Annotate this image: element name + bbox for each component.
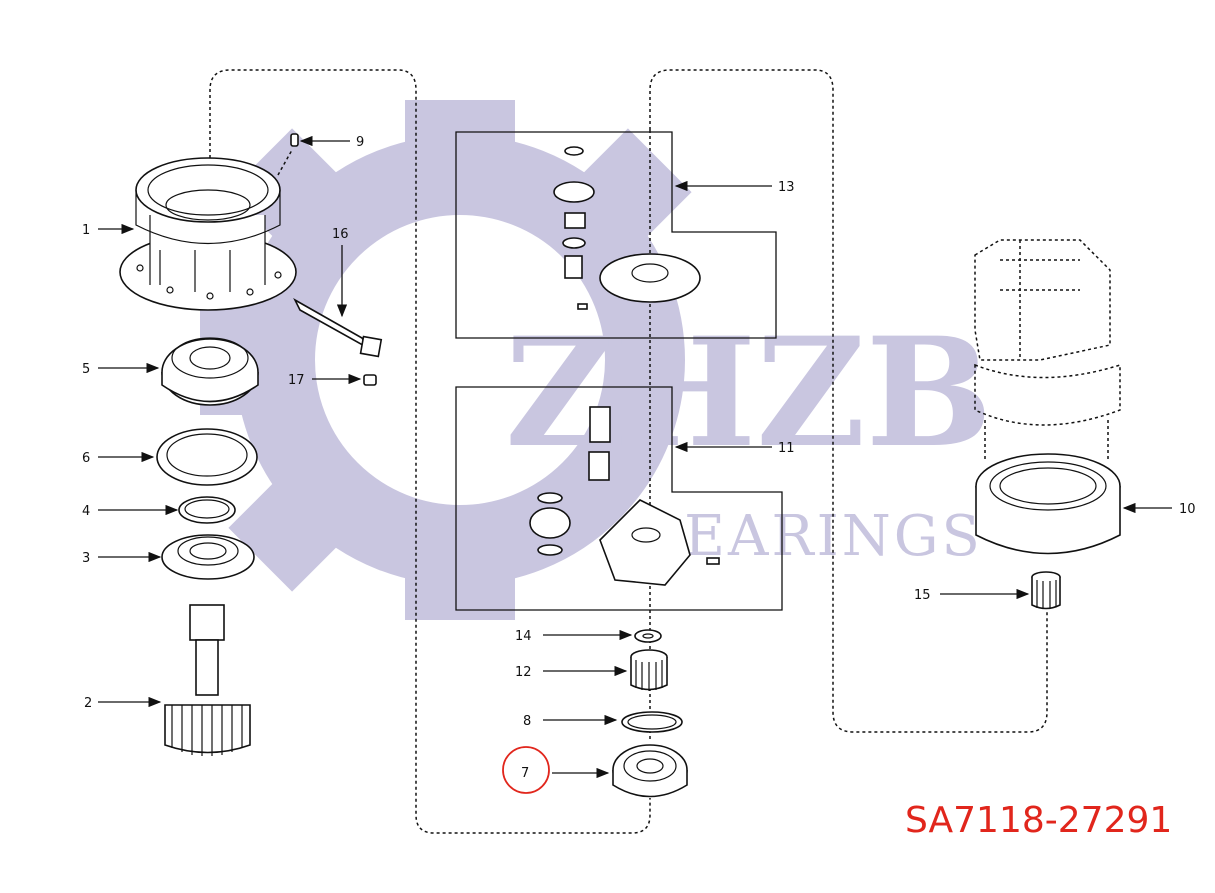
pin-part-9 [290, 133, 299, 147]
callout-1: 1 [82, 223, 90, 238]
ring-part-4 [178, 496, 236, 524]
bolt-part-16 [293, 298, 383, 358]
callout-11: 11 [778, 441, 795, 456]
highlight-callout-7: 7 [502, 746, 550, 794]
callout-3: 3 [82, 551, 90, 566]
motor-housing-outline [974, 239, 1121, 426]
callout-15: 15 [914, 588, 931, 603]
seal-part-3 [161, 534, 255, 580]
callout-14: 14 [515, 629, 532, 644]
pinion-part-15 [1031, 571, 1061, 610]
bearing-part-5 [161, 337, 259, 406]
housing-part-1 [119, 157, 297, 311]
ring-gear-part-10 [975, 453, 1121, 555]
subassembly-box-11 [455, 386, 783, 611]
callout-16: 16 [332, 227, 349, 242]
subassembly-box-13 [455, 131, 777, 339]
callout-12: 12 [515, 665, 532, 680]
planet-assembly-13 [553, 146, 701, 310]
watermark: ZHZB BEARINGS [200, 100, 993, 620]
callout-6: 6 [82, 451, 90, 466]
planet-assembly-11 [529, 406, 720, 586]
callout-leaders [98, 135, 1172, 779]
callout-10: 10 [1179, 502, 1196, 517]
callout-17: 17 [288, 373, 305, 388]
snap-ring-part-8 [621, 711, 683, 733]
watermark-sub-text: BEARINGS [640, 504, 983, 569]
nut-part-17 [363, 374, 377, 386]
ring-part-6 [156, 428, 258, 486]
callout-7: 7 [521, 766, 529, 781]
callout-4: 4 [82, 504, 90, 519]
callout-2: 2 [84, 696, 92, 711]
shaft-part-2 [164, 604, 251, 756]
dashed-paths [209, 69, 1109, 834]
callout-13: 13 [778, 180, 795, 195]
callout-9: 9 [356, 135, 364, 150]
callout-5: 5 [82, 362, 90, 377]
part-number-label: SA7118-27291 [905, 800, 1173, 841]
gear-part-12 [630, 649, 668, 691]
callout-8: 8 [523, 714, 531, 729]
bearing-part-7 [612, 744, 688, 798]
watermark-main-text: ZHZB [505, 305, 993, 481]
washer-part-14 [634, 629, 662, 643]
